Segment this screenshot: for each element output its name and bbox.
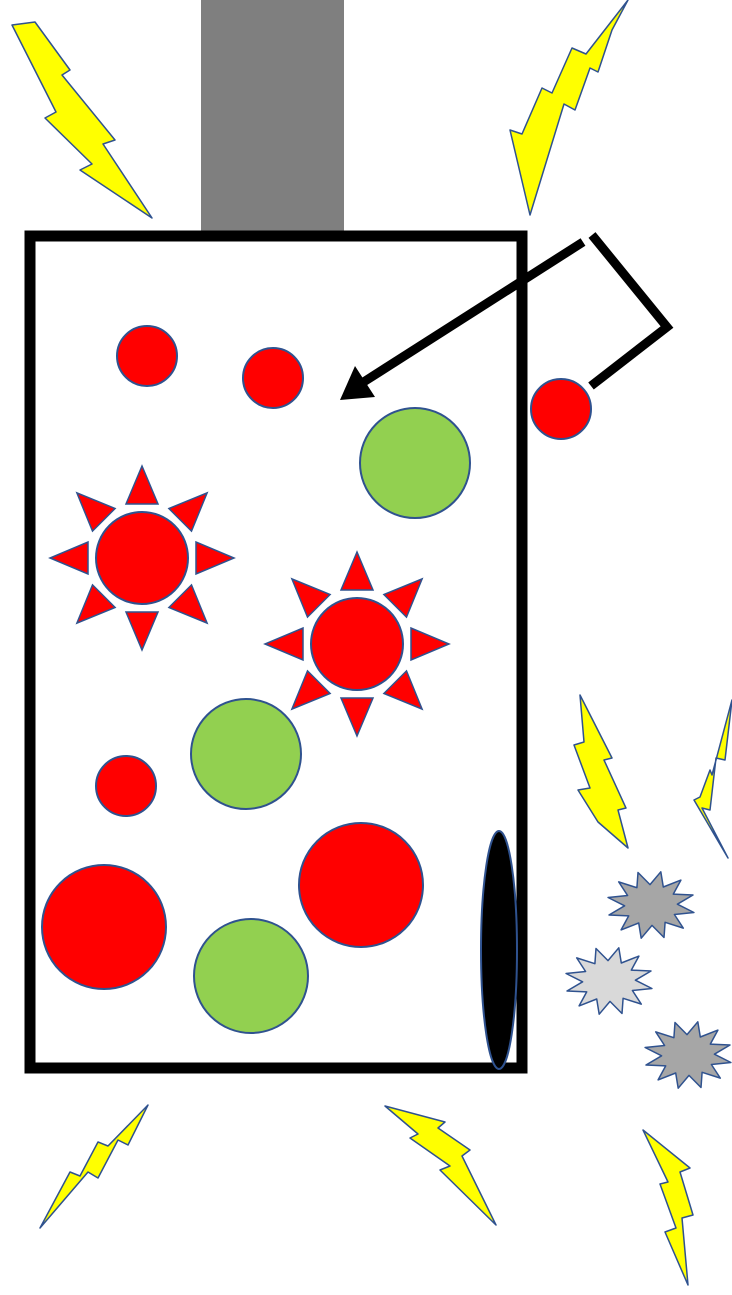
lightning-bolt-7 <box>643 1130 693 1285</box>
debris-burst-2 <box>566 948 652 1014</box>
debris-burst-1 <box>608 872 694 938</box>
red-particle-large-7 <box>42 865 166 989</box>
lightning-bolt-4 <box>694 700 732 858</box>
spiky-ray <box>196 542 234 574</box>
lightning-bolt-2 <box>510 0 628 215</box>
spiky-ray <box>265 628 303 660</box>
green-particle-5 <box>191 699 301 809</box>
debris-burst-3 <box>645 1022 731 1088</box>
red-particle-small-2 <box>243 348 303 408</box>
spiky-ray <box>411 628 449 660</box>
insertion-arrow <box>340 235 667 400</box>
red-particle-small-3 <box>96 756 156 816</box>
green-particle-4 <box>360 408 470 518</box>
spiky-ray <box>341 552 373 590</box>
red-spiky-particle-1 <box>50 466 234 650</box>
lightning-bolt-5 <box>40 1105 148 1228</box>
spiky-core <box>311 598 403 690</box>
red-particle-small-1 <box>117 326 177 386</box>
red-spiky-particle-2 <box>265 552 449 736</box>
debris-group <box>566 872 731 1088</box>
external-red-particle <box>531 379 591 439</box>
spiky-ray <box>341 698 373 736</box>
lightning-bolt-1 <box>12 22 152 218</box>
side-opening <box>481 831 517 1069</box>
spiky-ray <box>126 466 158 504</box>
spiky-ray <box>126 612 158 650</box>
arrow-shaft <box>362 242 583 383</box>
lightning-bolt-3 <box>574 695 628 848</box>
spiky-core <box>96 512 188 604</box>
red-particle-large-8 <box>299 823 423 947</box>
chimney <box>201 0 344 236</box>
spiky-ray <box>50 542 88 574</box>
arrow-bracket <box>591 235 667 386</box>
green-particle-6 <box>194 919 308 1033</box>
lightning-bolt-6 <box>385 1106 496 1225</box>
